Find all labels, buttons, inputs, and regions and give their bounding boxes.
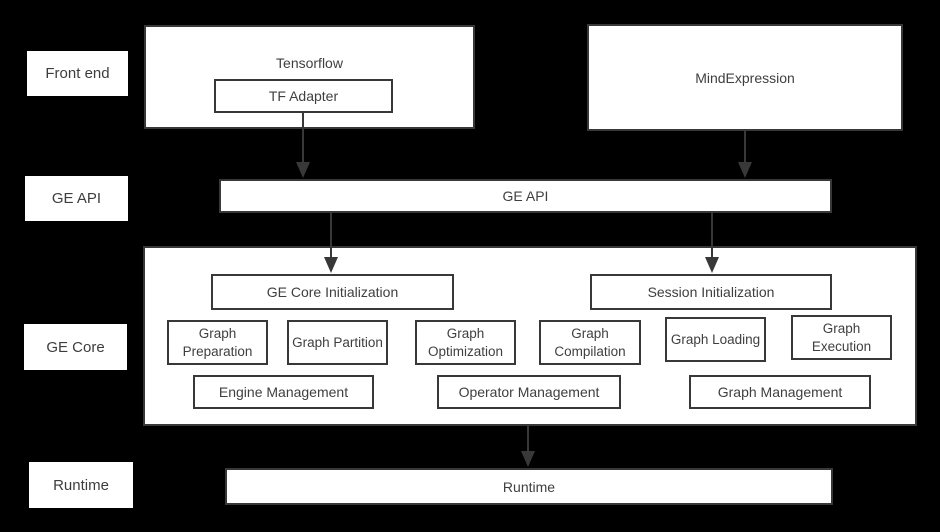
mindexpression-box: MindExpression (587, 24, 903, 131)
arrow-head-icon (296, 162, 310, 178)
arrow-head-icon (521, 451, 535, 467)
graph-management-box: Graph Management (689, 375, 871, 409)
graph-preparation-box: Graph Preparation (167, 320, 268, 365)
tensorflow-label: Tensorflow (276, 55, 343, 71)
arrow-shaft (527, 426, 529, 451)
tf-adapter-box: TF Adapter (214, 79, 393, 113)
arrow-head-icon (324, 257, 338, 273)
graph-loading-box: Graph Loading (665, 317, 766, 362)
row-label-front-end: Front end (27, 51, 128, 96)
graph-partition-box: Graph Partition (287, 320, 388, 365)
row-label-ge-api: GE API (25, 176, 128, 221)
arrow-tf-adapter-to-ge-api (296, 113, 310, 178)
arrow-shaft (330, 213, 332, 257)
row-label-ge-core: GE Core (24, 324, 127, 370)
ge-core-initialization-box: GE Core Initialization (211, 274, 454, 310)
operator-management-box: Operator Management (437, 375, 621, 409)
arrow-shaft (302, 113, 304, 162)
arrow-shaft (744, 131, 746, 162)
graph-compilation-box: Graph Compilation (539, 320, 641, 365)
engine-management-box: Engine Management (193, 375, 374, 409)
arrow-ge-api-to-ge-core-initialization (324, 213, 338, 273)
arrow-head-icon (705, 257, 719, 273)
arrow-shaft (711, 213, 713, 257)
arrow-ge-core-to-runtime (521, 426, 535, 467)
graph-execution-box: Graph Execution (791, 315, 892, 360)
arrow-mindexpression-to-ge-api (738, 131, 752, 178)
ge-api-bar: GE API (219, 179, 832, 213)
graph-optimization-box: Graph Optimization (415, 320, 516, 365)
session-initialization-box: Session Initialization (590, 274, 832, 310)
arrow-head-icon (738, 162, 752, 178)
row-label-runtime: Runtime (29, 462, 133, 508)
runtime-bar: Runtime (225, 468, 833, 505)
arrow-ge-api-to-session-initialization (705, 213, 719, 273)
